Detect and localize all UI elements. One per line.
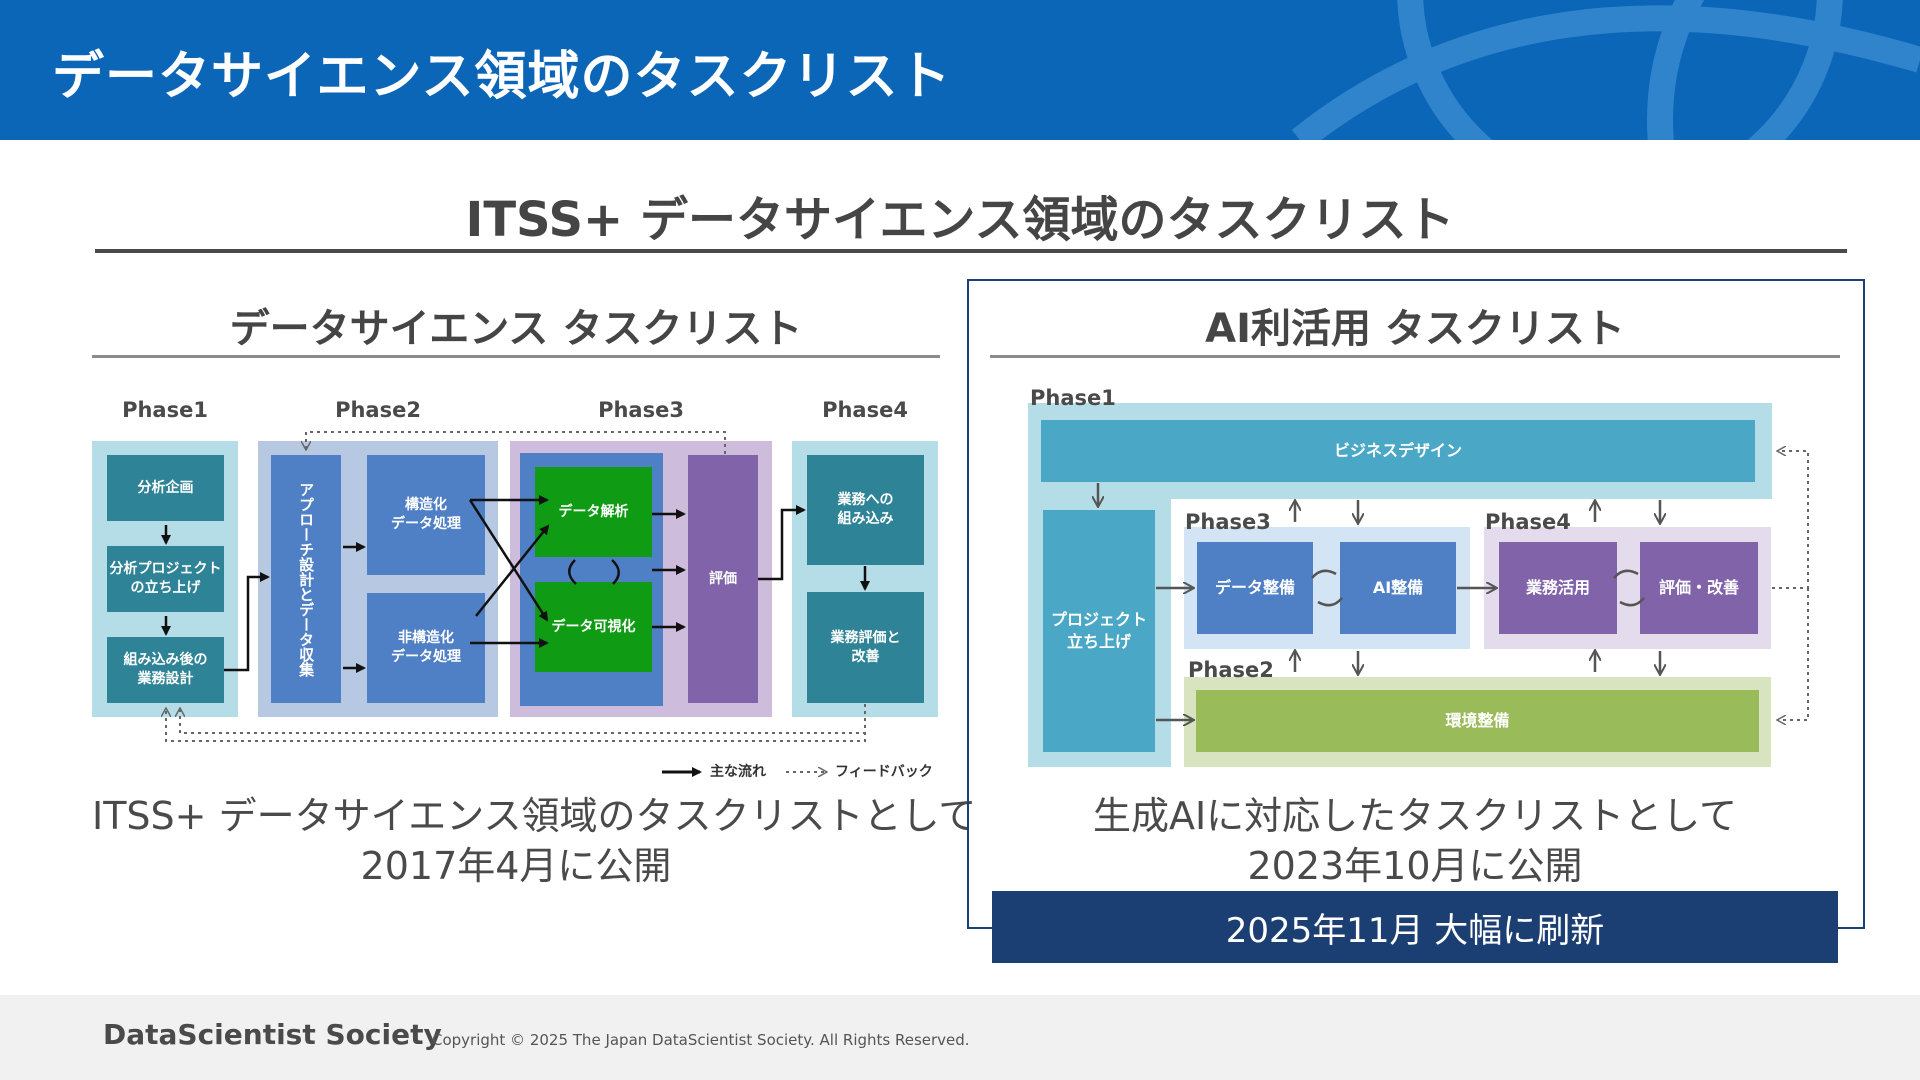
left-box-integration: 業務への 組み込み [807,455,924,565]
left-caption-line2: 2017年4月に公開 [360,844,672,888]
left-phase3-label: Phase3 [598,398,684,422]
right-box-project-start: プロジェクト 立ち上げ [1043,510,1155,752]
left-box-structured-processing: 構造化 データ処理 [367,455,485,575]
left-box-data-visualization: データ可視化 [535,582,652,672]
right-caption-line2: 2023年10月に公開 [1247,844,1583,888]
right-box-business-use: 業務活用 [1499,542,1617,634]
footer-copyright: Copyright © 2025 The Japan DataScientist… [432,1031,970,1049]
footer-logo: DataScientist Society [103,1018,442,1051]
left-phase1-label: Phase1 [122,398,208,422]
left-caption-line1: ITSS+ データサイエンス領域のタスクリストとして [92,794,977,838]
left-box-improvement: 業務評価と 改善 [807,592,924,703]
right-phase3-label: Phase3 [1185,510,1271,534]
right-box-ai-prep: AI整備 [1340,542,1456,634]
left-box-evaluation: 評価 [688,455,758,703]
left-box-unstructured-processing: 非構造化 データ処理 [367,593,485,703]
left-section-rule [92,355,940,358]
legend-feedback-label: フィードバック [835,764,933,780]
right-box-environment: 環境整備 [1196,690,1759,752]
header-decoration [1291,0,1920,140]
main-title-rule [95,249,1847,253]
header-title: データサイエンス領域のタスクリスト [52,47,952,107]
left-box-data-analysis: データ解析 [535,467,652,557]
right-box-evaluation-improvement: 評価・改善 [1640,542,1758,634]
main-title: ITSS+ データサイエンス領域のタスクリスト [465,192,1455,248]
right-section-title: AI利活用 タスクリスト [1205,306,1625,352]
right-phase1-label: Phase1 [1030,386,1116,410]
right-caption-line1: 生成AIに対応したタスクリストとして [1092,794,1738,838]
left-box-project-start: 分析プロジェクト の立ち上げ [107,546,224,612]
right-phase2-label: Phase2 [1188,658,1274,682]
renewal-banner: 2025年11月 大幅に刷新 [992,891,1838,963]
left-box-approach-design: アプローチ設計とデータ収集 [271,455,341,703]
left-box-business-design: 組み込み後の 業務設計 [107,637,224,703]
footer-bar [0,995,1920,1080]
left-section-title: データサイエンス タスクリスト [229,306,803,352]
left-phase2-label: Phase2 [335,398,421,422]
right-section-rule [990,355,1840,358]
right-phase4-label: Phase4 [1485,510,1571,534]
left-phase4-label: Phase4 [822,398,908,422]
legend-main-flow-label: 主な流れ [710,764,766,780]
right-box-business-design: ビジネスデザイン [1041,420,1755,482]
header-bar: データサイエンス領域のタスクリスト [0,0,1920,140]
right-box-data-prep: データ整備 [1197,542,1313,634]
left-box-analysis-planning: 分析企画 [107,455,224,521]
